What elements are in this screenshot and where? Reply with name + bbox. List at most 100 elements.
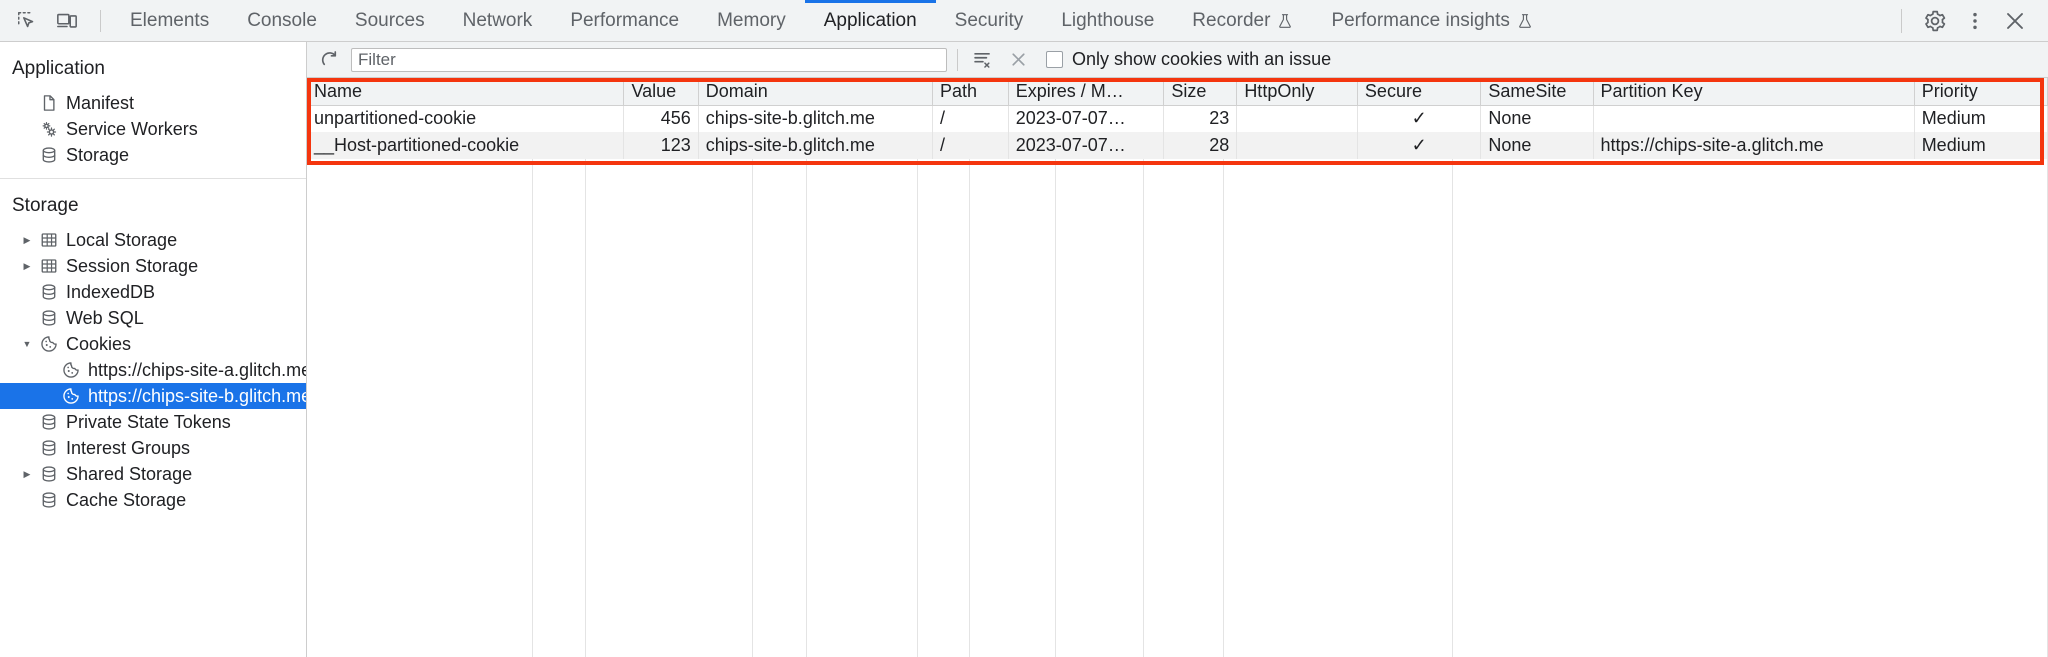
sidebar-item-label: Interest Groups [66, 438, 191, 458]
cell-value: 456 [623, 105, 699, 132]
column-header-samesite[interactable]: SameSite [1480, 78, 1594, 106]
more-options-icon[interactable] [1956, 4, 1994, 38]
column-header-priority[interactable]: Priority [1914, 78, 2048, 106]
refresh-icon[interactable] [315, 47, 343, 73]
sidebar-item-interest-groups[interactable]: Interest Groups [0, 435, 306, 461]
sidebar-item-https-chips-site-a-glitch-me[interactable]: https://chips-site-a.glitch.me [0, 357, 306, 383]
sidebar-item-manifest[interactable]: Manifest [0, 90, 306, 116]
tab-performance[interactable]: Performance [551, 0, 698, 42]
tab-performance-insights[interactable]: Performance insights [1312, 0, 1551, 42]
column-header-expires-m[interactable]: Expires / M… [1008, 78, 1165, 106]
grid-column-divider [586, 159, 753, 657]
database-icon [36, 281, 62, 303]
sidebar-item-storage[interactable]: Storage [0, 142, 306, 168]
cell-path: / [932, 105, 1009, 132]
tab-label: Performance [570, 9, 680, 31]
sidebar-item-shared-storage[interactable]: ▶Shared Storage [0, 461, 306, 487]
chevron-right-icon[interactable]: ▶ [23, 260, 31, 271]
sidebar-item-cache-storage[interactable]: Cache Storage [0, 487, 306, 513]
devtools-tabbar: Elements Console Sources Network Performance… [0, 0, 2048, 42]
sidebar-item-local-storage[interactable]: ▶ Local Storage [0, 227, 306, 253]
tabbar-right-icons [1895, 4, 2048, 38]
clear-filtered-cookies-icon[interactable] [968, 47, 996, 73]
cell-domain: chips-site-b.glitch.me [698, 105, 933, 132]
sidebar-item-indexeddb[interactable]: IndexedDB [0, 279, 306, 305]
sidebar-item-label: Storage [66, 145, 130, 165]
sidebar-item-label: Web SQL [66, 308, 144, 328]
device-toolbar-icon[interactable] [50, 6, 84, 36]
tab-elements[interactable]: Elements [111, 0, 228, 42]
cell-http-only [1236, 105, 1358, 132]
cookies-filter-input[interactable] [351, 47, 947, 72]
cell-name: unpartitioned-cookie [307, 105, 625, 132]
column-header-partition-key[interactable]: Partition Key [1593, 78, 1915, 106]
grid-column-divider [970, 159, 1056, 657]
cell-same-site: None [1480, 132, 1594, 159]
database-icon [36, 307, 62, 329]
cell-expires: 2023-07-07… [1008, 105, 1165, 132]
cookie-icon [36, 333, 62, 355]
column-header-domain[interactable]: Domain [698, 78, 933, 106]
sidebar-item-label: https://chips-site-b.glitch.me [88, 386, 307, 406]
sidebar-item-private-state-tokens[interactable]: Private State Tokens [0, 409, 306, 435]
grid-column-divider [1144, 159, 1224, 657]
sidebar-item-cookies[interactable]: ▼Cookies [0, 331, 306, 357]
cell-secure: ✓ [1357, 132, 1482, 159]
cell-expires: 2023-07-07… [1008, 132, 1165, 159]
inspect-element-icon[interactable] [10, 6, 44, 36]
tab-sources[interactable]: Sources [336, 0, 444, 42]
tab-network[interactable]: Network [444, 0, 552, 42]
column-header-secure[interactable]: Secure [1357, 78, 1482, 106]
tab-label: Network [462, 9, 533, 31]
chevron-right-icon[interactable]: ▶ [23, 468, 31, 479]
column-header-size[interactable]: Size [1163, 78, 1238, 106]
tab-console[interactable]: Console [228, 0, 336, 42]
sidebar-item-label: Local Storage [66, 230, 178, 250]
cell-domain: chips-site-b.glitch.me [698, 132, 933, 159]
sidebar-item-web-sql[interactable]: Web SQL [0, 305, 306, 331]
chevron-right-icon[interactable]: ▶ [23, 234, 31, 245]
sidebar-item-label: Private State Tokens [66, 412, 231, 432]
grid-column-divider [1056, 159, 1144, 657]
tab-recorder[interactable]: Recorder [1173, 0, 1312, 42]
cell-name: __Host-partitioned-cookie [307, 132, 625, 159]
database-icon [36, 489, 62, 511]
cell-size: 28 [1163, 132, 1238, 159]
tab-label: Sources [354, 9, 425, 31]
grid-column-divider [918, 159, 970, 657]
experimental-flask-icon [1519, 13, 1531, 28]
column-header-name[interactable]: Name [307, 78, 625, 106]
cell-http-only [1236, 132, 1358, 159]
grid-column-divider [1224, 159, 1453, 657]
cell-partition-key: https://chips-site-a.glitch.me [1593, 132, 1915, 159]
only-show-issues-checkbox-wrap[interactable]: Only show cookies with an issue [1046, 49, 1331, 70]
sidebar-item-https-chips-site-b-glitch-me[interactable]: https://chips-site-b.glitch.me [0, 383, 306, 409]
tab-security[interactable]: Security [936, 0, 1043, 42]
sidebar-item-session-storage[interactable]: ▶Session Storage [0, 253, 306, 279]
close-devtools-icon[interactable] [1996, 4, 2034, 38]
tabbar-left-icons [0, 6, 111, 36]
chevron-down-icon[interactable]: ▼ [22, 339, 32, 349]
tab-lighthouse[interactable]: Lighthouse [1042, 0, 1173, 42]
tab-application[interactable]: Application [804, 0, 936, 42]
tab-label: Elements [130, 9, 210, 31]
clear-all-cookies-icon[interactable] [1004, 47, 1032, 73]
settings-gear-icon[interactable] [1916, 4, 1954, 38]
tab-label: Application [823, 9, 917, 31]
column-header-path[interactable]: Path [932, 78, 1009, 106]
sidebar-item-service-workers[interactable]: Service Workers [0, 116, 306, 142]
service-workers-gears-icon [36, 118, 62, 140]
tab-memory[interactable]: Memory [698, 0, 805, 42]
tab-label: Recorder [1192, 9, 1271, 31]
cell-same-site: None [1480, 105, 1594, 132]
only-show-issues-checkbox[interactable] [1046, 51, 1063, 68]
table-grid-icon [36, 255, 62, 277]
column-header-httponly[interactable]: HttpOnly [1236, 78, 1358, 106]
column-header-value[interactable]: Value [623, 78, 699, 106]
